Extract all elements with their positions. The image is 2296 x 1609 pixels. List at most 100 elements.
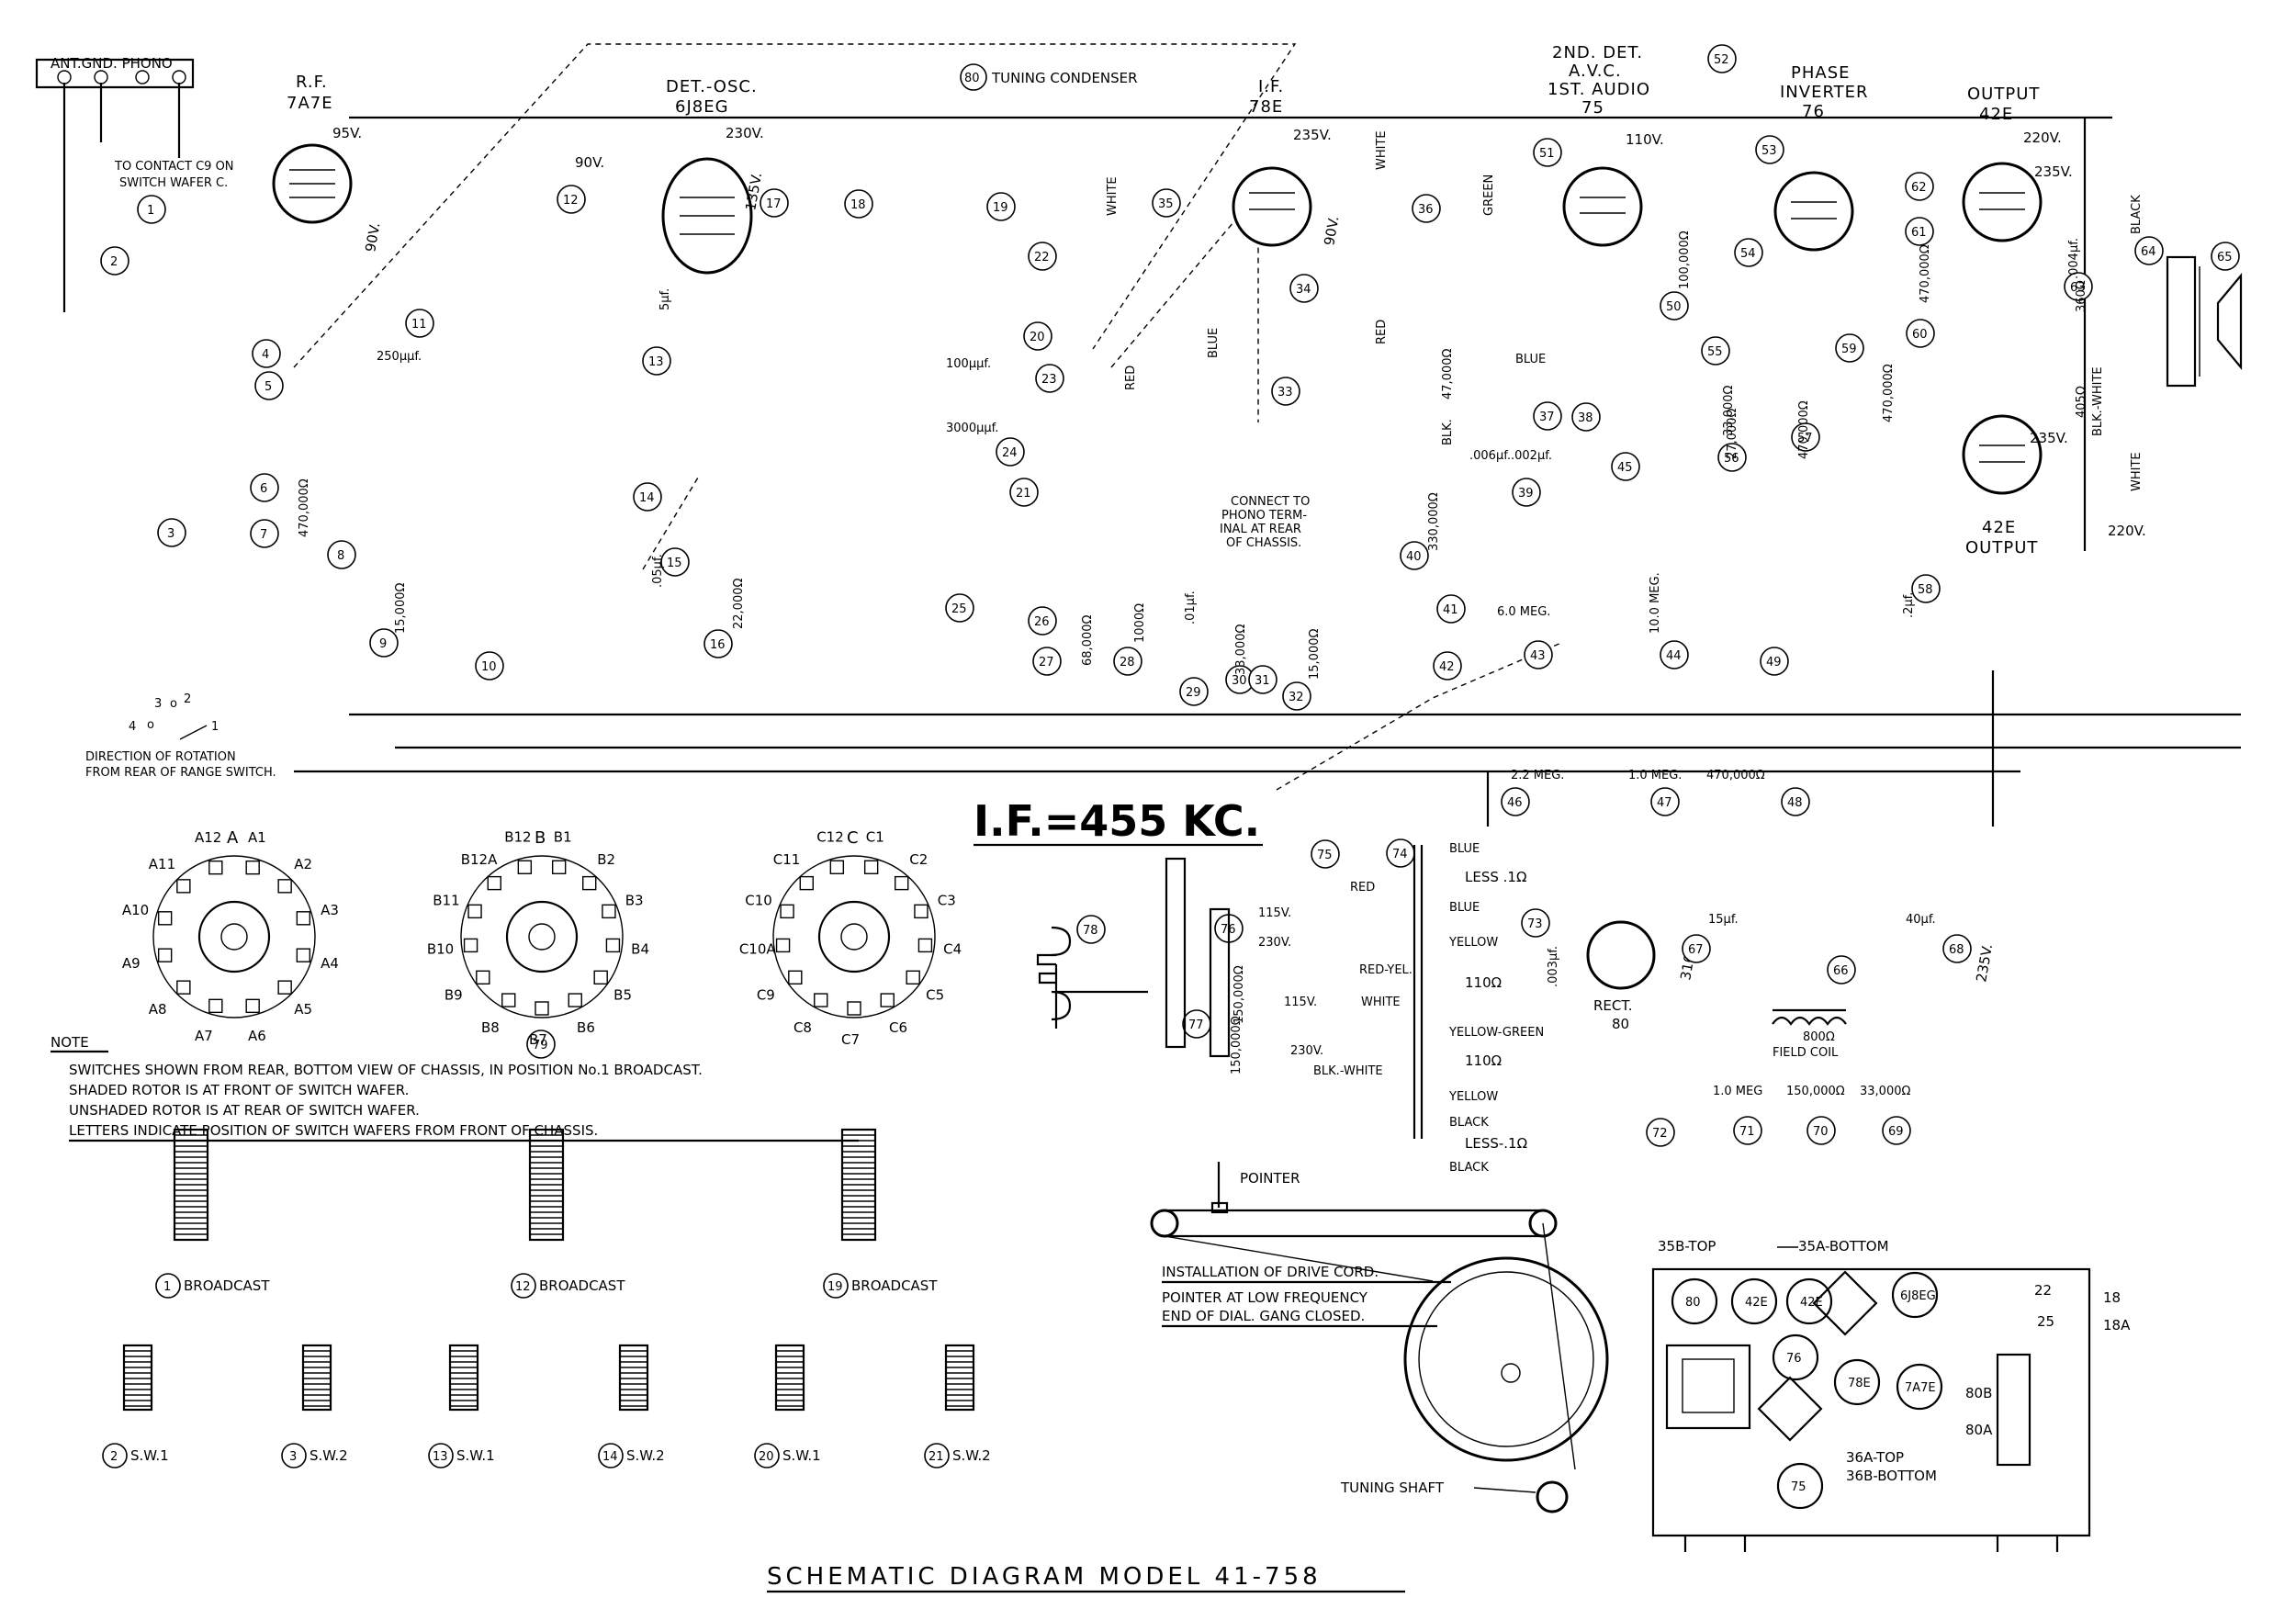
callout-number-61: 61 xyxy=(1911,226,1927,240)
callout-68: 68 xyxy=(1942,934,1972,963)
tube-det-line-1: DET.-OSC. xyxy=(666,77,758,96)
component-value-4: 68,000Ω xyxy=(1081,615,1095,666)
svg-text:2: 2 xyxy=(184,692,191,706)
callout-number-57: 57 xyxy=(1797,432,1813,445)
wafer-label-b5: B5 xyxy=(613,987,632,1004)
wafer-label-a8: A8 xyxy=(149,1001,167,1018)
voltage-4: 235V. xyxy=(2034,163,2073,180)
wafer-contact-c12 xyxy=(829,860,845,874)
coil-num-1: 1 xyxy=(163,1280,171,1294)
callout-34: 34 xyxy=(1289,274,1319,303)
contact-note-2: SWITCH WAFER C. xyxy=(119,176,228,190)
callout-number-55: 55 xyxy=(1707,345,1723,359)
component-value-18: 2.2 MEG. xyxy=(1511,769,1564,782)
contact-note-1: TO CONTACT C9 ON xyxy=(114,160,234,174)
tube-if-line-1: I.F. xyxy=(1258,77,1284,96)
callout-number-25: 25 xyxy=(951,602,967,616)
wafer-contact-c11 xyxy=(799,875,814,891)
callout-66: 66 xyxy=(1827,955,1856,985)
rect-line-2: 80 xyxy=(1612,1016,1629,1032)
wafer-contact-c9 xyxy=(788,970,803,985)
svg-text:3: 3 xyxy=(154,697,162,711)
coil-label-1: BROADCAST xyxy=(184,1277,270,1294)
callout-78: 78 xyxy=(1076,915,1106,944)
chassis-socket-8 xyxy=(1776,1462,1824,1510)
antenna-terminal-block: ANT.GND. PHONO TO CONTACT C9 ON SWITCH W… xyxy=(35,55,234,312)
tube-out2-voltage: 220V. xyxy=(2108,523,2146,539)
callout-number-28: 28 xyxy=(1120,656,1135,669)
callout-61: 61 xyxy=(1905,217,1934,246)
component-value-12: 33,000Ω xyxy=(1722,386,1736,436)
chassis-side-label-2: 18 xyxy=(2103,1289,2121,1306)
chassis-socket-label-7: 7A7E xyxy=(1905,1381,1936,1395)
ps-wire-5: 110Ω xyxy=(1465,974,1502,991)
callout-39: 39 xyxy=(1512,478,1541,507)
wafer-label-c6: C6 xyxy=(889,1019,907,1036)
chassis-layout: 35B-TOP 35A-BOTTOM 36A-TOP 36B-BOTTOM 80… xyxy=(1651,1238,2131,1552)
callout-number-75: 75 xyxy=(1317,849,1333,862)
wafer-contact-a4 xyxy=(296,948,311,962)
wafer-label-b11: B11 xyxy=(433,892,459,908)
callout-47: 47 xyxy=(1650,787,1680,816)
tube-second-det: 2ND. DET. A.V.C. 1ST. AUDIO 75 110V. xyxy=(1548,43,1664,247)
wafer-contact-c1 xyxy=(863,860,879,874)
wafer-contact-a12 xyxy=(208,860,223,875)
wafer-contact-a11 xyxy=(176,879,191,894)
chassis-socket-label-8: 75 xyxy=(1791,1480,1806,1494)
svg-text:o: o xyxy=(147,718,154,732)
callout-27: 27 xyxy=(1032,647,1062,676)
chassis-socket-5 xyxy=(1772,1333,1819,1381)
callout-number-9: 9 xyxy=(379,637,387,651)
callout-57: 57 xyxy=(1791,422,1820,452)
ps-tap-8: BLK.-WHITE xyxy=(1313,1064,1383,1078)
chassis-socket-1 xyxy=(1671,1277,1718,1325)
callout-20: 20 xyxy=(1023,321,1052,351)
wafer-label-c7: C7 xyxy=(841,1031,860,1048)
wafer-contact-b10 xyxy=(463,938,478,953)
callout-number-2: 2 xyxy=(110,255,118,269)
callout-35: 35 xyxy=(1152,188,1181,218)
callout-number-46: 46 xyxy=(1507,796,1523,810)
callout-69: 69 xyxy=(1882,1116,1911,1145)
callout-number-63: 63 xyxy=(2070,281,2086,295)
callout-12: 12 xyxy=(557,185,586,214)
callout-7: 7 xyxy=(250,519,279,548)
component-value-24: 150,000Ω xyxy=(1230,1016,1244,1075)
wafer-label-c11: C11 xyxy=(773,851,801,868)
coil-label-21: S.W.2 xyxy=(952,1447,991,1464)
component-value-5: 1000Ω xyxy=(1133,603,1147,643)
tube-output-2: 42E OUTPUT 220V. 235V. xyxy=(1962,414,2146,557)
callout-number-18: 18 xyxy=(850,198,866,212)
wire-color-green: GREEN xyxy=(1482,174,1496,216)
callout-63: 63 xyxy=(2064,272,2093,301)
wafer-label-a9: A9 xyxy=(122,955,141,972)
component-value-16: 360Ω xyxy=(2075,280,2088,312)
component-value-1: 470,000Ω xyxy=(298,478,311,537)
callout-41: 41 xyxy=(1436,594,1466,624)
callout-number-51: 51 xyxy=(1539,147,1555,161)
coil-num-12: 12 xyxy=(515,1280,531,1294)
drive-cord-line-1: POINTER AT LOW FREQUENCY xyxy=(1162,1289,1368,1306)
callout-56: 56 xyxy=(1717,443,1747,472)
rotation-note-1: DIRECTION OF ROTATION xyxy=(85,750,236,764)
wafer-contact-a9 xyxy=(157,948,173,962)
coil-label-19: BROADCAST xyxy=(851,1277,938,1294)
tube-rf: R.F. 7A7E 95V. 90V. xyxy=(272,73,384,253)
callout-number-3: 3 xyxy=(167,527,174,541)
callout-72: 72 xyxy=(1646,1118,1675,1147)
callout-number-73: 73 xyxy=(1527,917,1543,931)
wafer-label-b2: B2 xyxy=(597,851,615,868)
wafer-label-a12: A12 xyxy=(195,829,221,846)
callout-number-66: 66 xyxy=(1833,964,1849,978)
tube-det-line-2: 6J8EG xyxy=(675,97,729,117)
pointer-label: POINTER xyxy=(1240,1170,1300,1187)
wafer-label-b12: B12 xyxy=(504,828,531,845)
wire-color-blue-2: BLUE xyxy=(1515,353,1546,366)
wafer-contact-b6 xyxy=(568,993,582,1007)
chassis-socket-7 xyxy=(1896,1363,1943,1411)
wafer-contact-c3 xyxy=(914,904,929,919)
component-value-27: 150,000Ω xyxy=(1786,1085,1845,1098)
wire-color-red-2: RED xyxy=(1375,320,1389,344)
